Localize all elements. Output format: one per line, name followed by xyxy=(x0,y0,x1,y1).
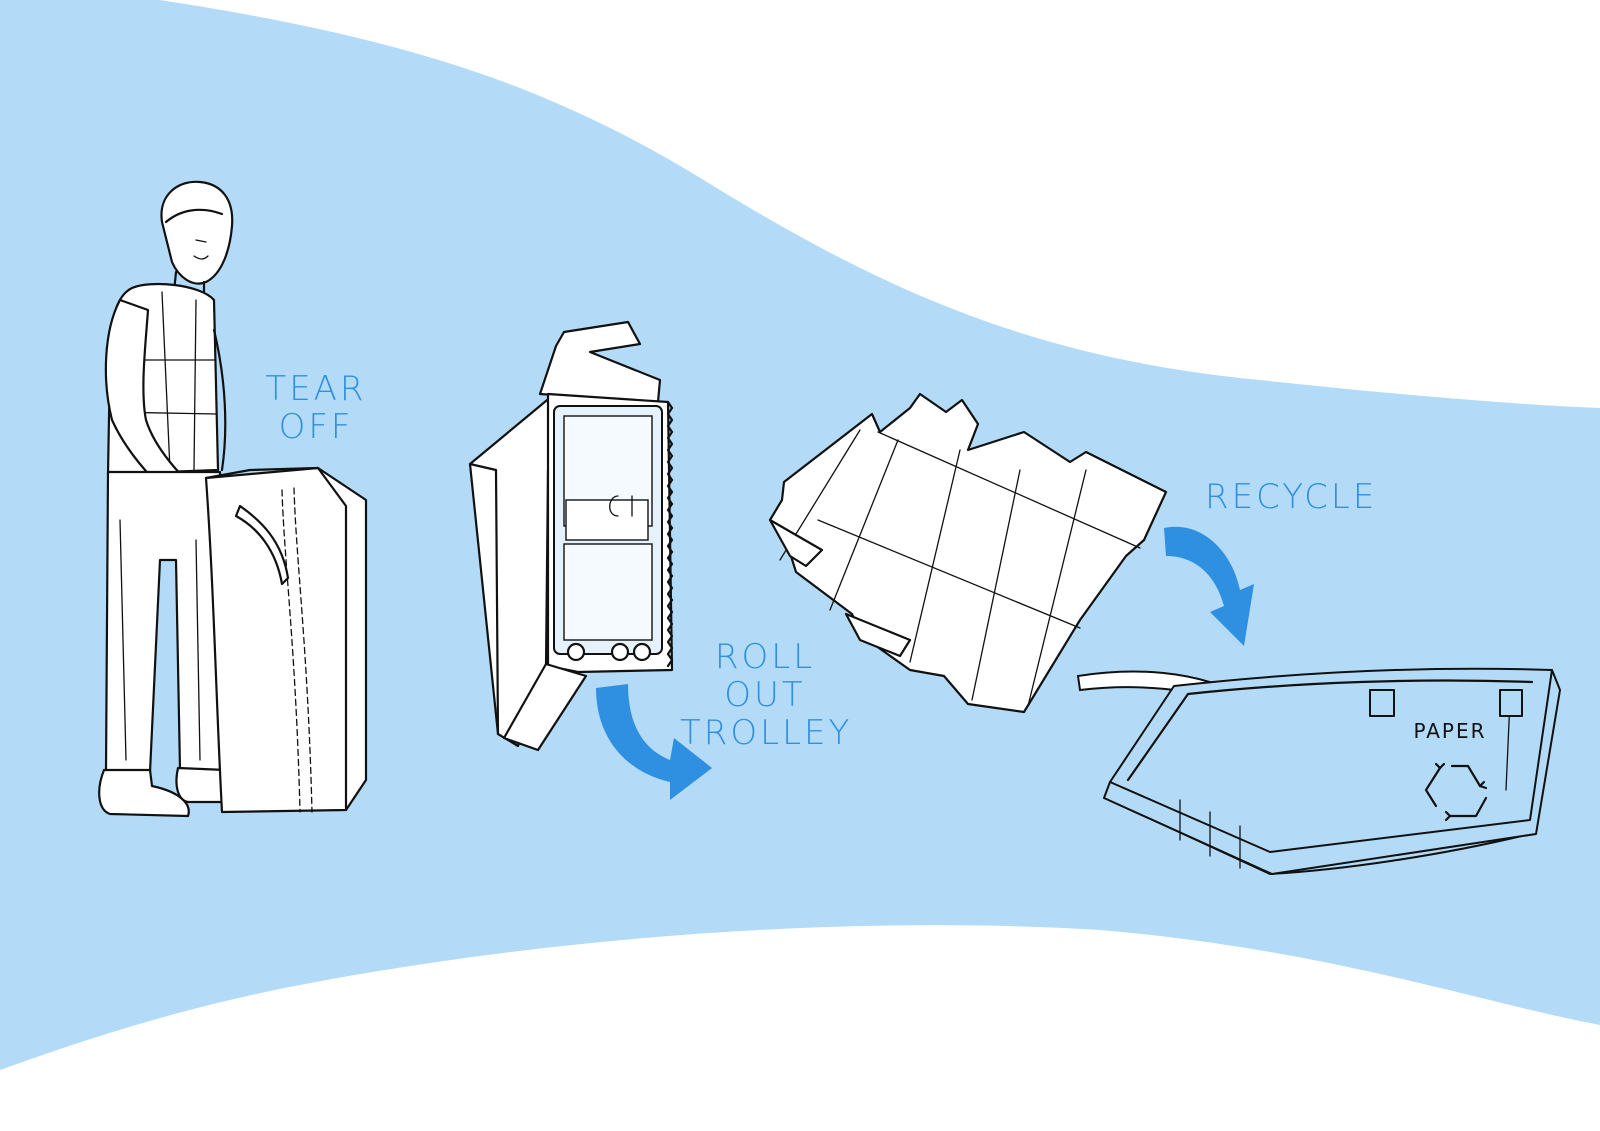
label-line: OFF xyxy=(278,407,354,447)
label-line: RECYCLE xyxy=(1205,477,1378,517)
step-label-roll-out-trolley: ROLL OUT TROLLEY xyxy=(680,638,850,752)
curved-arrow-icon xyxy=(1164,526,1254,646)
paper-recycling-bin xyxy=(1103,667,1561,875)
label-line: ROLL xyxy=(714,637,816,677)
bin-label: PAPER xyxy=(1413,719,1486,743)
step-label-recycle: RECYCLE xyxy=(1205,478,1375,516)
recycle-icon xyxy=(1424,762,1488,822)
label-line: OUT xyxy=(724,675,806,715)
step-label-tear-off: TEAR OFF xyxy=(256,370,376,446)
flattened-cardboard xyxy=(768,392,1168,714)
opened-box-with-trolley xyxy=(468,320,674,752)
label-line: TROLLEY xyxy=(680,713,853,753)
down-right-arrow-icon xyxy=(596,684,712,800)
cardboard-box xyxy=(204,466,368,814)
label-line: TEAR xyxy=(265,369,367,409)
